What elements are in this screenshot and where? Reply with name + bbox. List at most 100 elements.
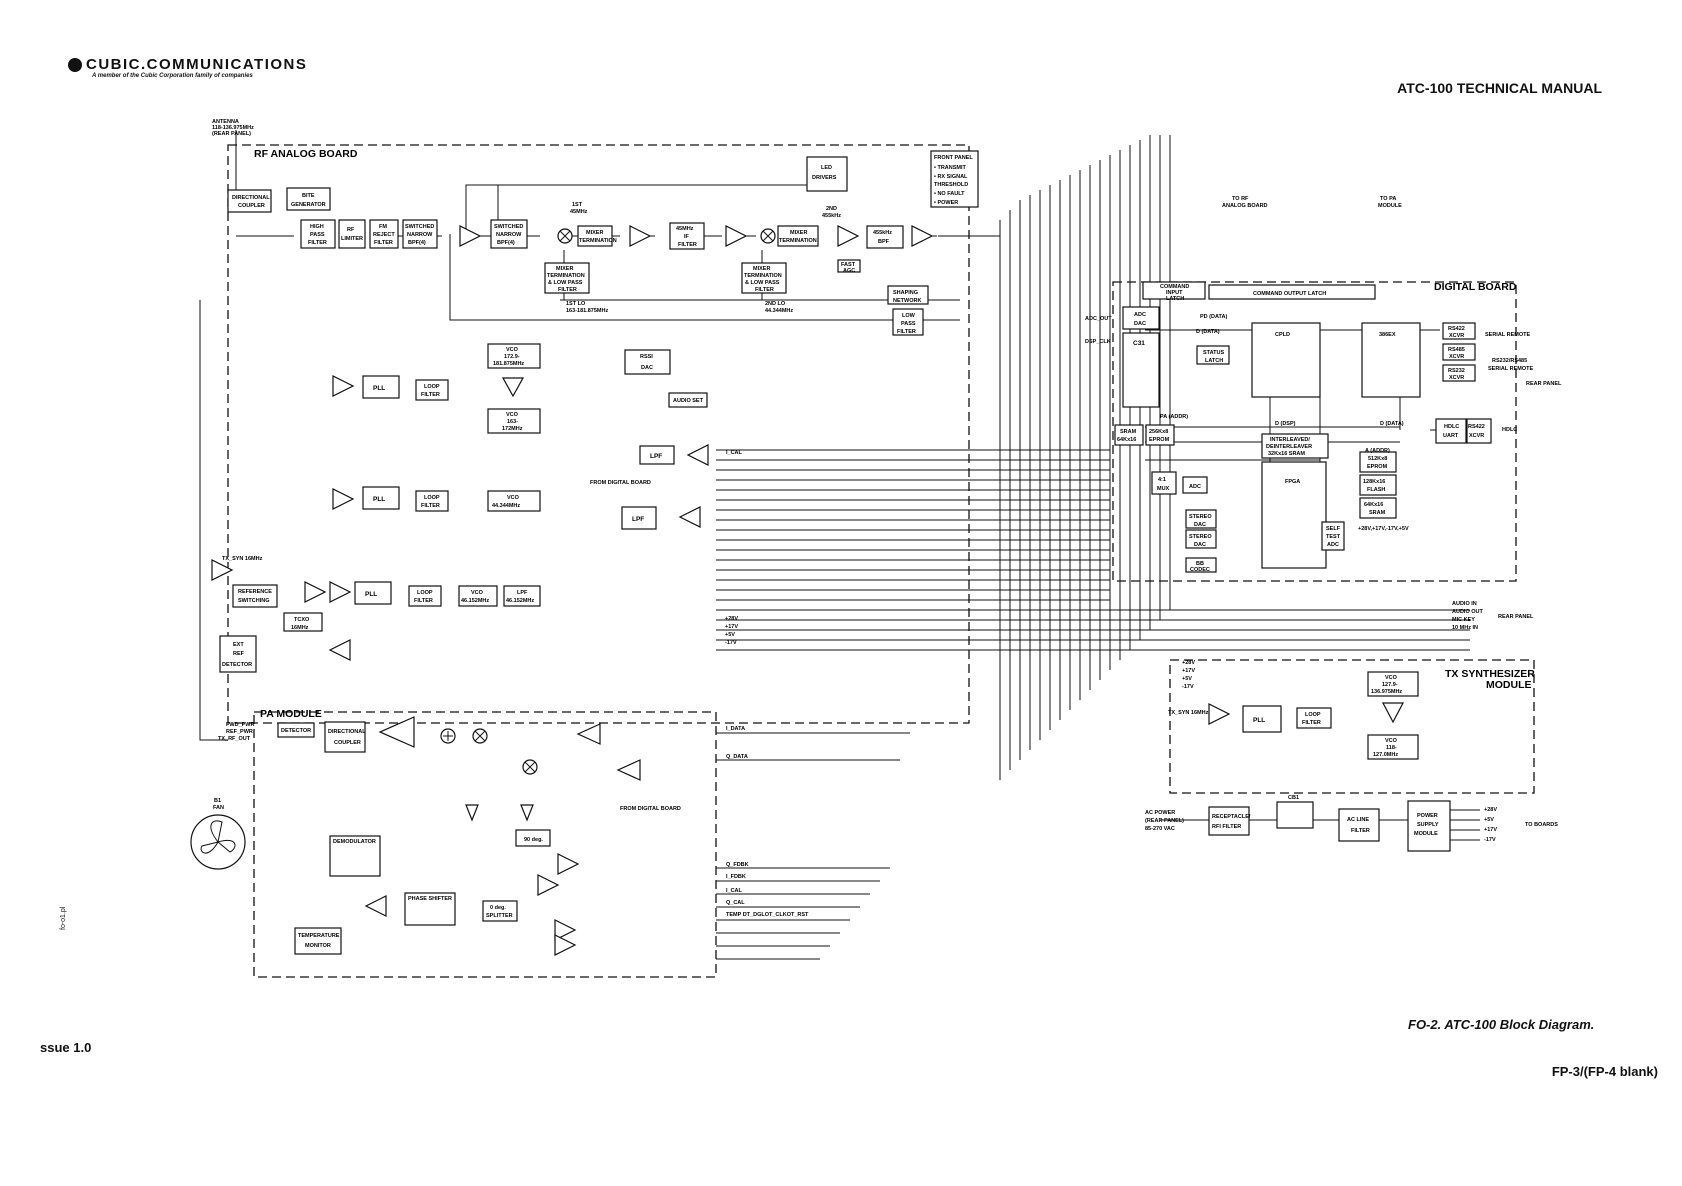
vco-tx1-label-2: 127.9-	[1382, 682, 1398, 688]
mixer-lpf2-label-4: FILTER	[755, 287, 774, 293]
supply-3: +5V	[725, 632, 735, 638]
splitter-label-2: SPLITTER	[486, 913, 513, 919]
ac-power-label-2: (REAR PANEL)	[1145, 818, 1184, 824]
tx-syn-label-2: TX_SYN 16MHz	[222, 556, 263, 562]
ext-ref-label-3: DETECTOR	[222, 662, 252, 668]
eprom-b-label-2: EPROM	[1367, 464, 1388, 470]
cmd-in-latch-label-3: LATCH	[1166, 296, 1184, 302]
q-cal-amp-icon	[554, 934, 577, 956]
splitter-label-1: 0 deg.	[490, 905, 506, 911]
first-lo-label-2: 163-181.875MHz	[566, 308, 608, 314]
interleaved-label-3: 32Kx16 SRAM	[1268, 451, 1305, 457]
vco-tx2-label-3: 127.0MHz	[1373, 752, 1398, 758]
fast-agc-label-2: AGC	[843, 268, 855, 274]
lna-amp-icon	[459, 225, 482, 247]
loop2-label-1: LOOP	[424, 495, 440, 501]
led-drivers-label-2: DRIVERS	[812, 175, 837, 181]
rs232-485-label: RS232/RS485	[1492, 358, 1527, 364]
vco-tx2-label-1: VCO	[1385, 738, 1398, 744]
second-if-label-1: 2ND	[826, 206, 837, 212]
hpf-label-1: HIGH	[310, 224, 324, 230]
rear-panel-label-1: REAR PANEL	[1526, 381, 1562, 387]
loop2-label-2: FILTER	[421, 503, 440, 509]
front-panel-item-2: • RX SIGNAL	[934, 174, 968, 180]
second-if-label-2: 455kHz	[822, 213, 841, 219]
hpf-label-2: PASS	[310, 232, 325, 238]
rf-limiter-label-1: RF	[347, 227, 355, 233]
antenna-label-3: (REAR PANEL)	[212, 131, 251, 137]
digital-blocks: COMMAND INPUT LATCH COMMAND OUTPUT LATCH…	[1114, 281, 1492, 573]
bus-label-3: A (ADDR)	[1365, 448, 1390, 454]
figure-caption: FO-2. ATC-100 Block Diagram.	[1408, 1017, 1595, 1032]
cmd-in-latch-label-2: INPUT	[1166, 290, 1183, 296]
rs422a-label-2: XCVR	[1449, 333, 1464, 339]
digital-board-border	[1112, 281, 1517, 582]
self-test-label-1: SELF	[1326, 526, 1341, 532]
signal-labels: ANTENNA 118-136.975MHz (REAR PANEL) 1ST …	[212, 119, 1562, 918]
side-file-code: fo-o1.pl	[60, 906, 67, 930]
digital-board-title: DIGITAL BOARD	[1434, 281, 1517, 293]
lpf-ref-label-1: LPF	[517, 590, 528, 596]
ref-switch-label-2: SWITCHING	[238, 598, 269, 604]
tx-audio-amp-icon	[686, 444, 709, 466]
fwd-pwr-label: FWD_PWR	[226, 722, 254, 728]
mixer2-icon	[760, 228, 776, 244]
pa-mixer1-icon	[472, 728, 488, 744]
audio-set-label: AUDIO SET	[673, 398, 704, 404]
rs232-label-1: RS232	[1448, 368, 1465, 374]
vco-tx2-label-2: 118-	[1386, 745, 1397, 751]
fan-label-2: FAN	[213, 805, 224, 811]
hpf-label-3: FILTER	[308, 240, 327, 246]
cubic-logo-mark	[68, 57, 82, 72]
q-fdbk-amp-icon	[557, 853, 580, 875]
bite-gen-label-2: GENERATOR	[291, 202, 326, 208]
loop1-label-2: FILTER	[421, 392, 440, 398]
sw-bpf1-label-2: NARROW	[407, 232, 433, 238]
stereo-dac2-label-2: DAC	[1194, 542, 1206, 548]
ps-out-4: -17V	[1484, 837, 1496, 843]
sw-bpf2-label-2: NARROW	[496, 232, 522, 238]
brand-tagline: A member of the Cubic Corporation family…	[92, 73, 253, 79]
demod-label: DEMODULATOR	[333, 839, 376, 845]
supply-2: +17V	[725, 624, 738, 630]
ext-ref-label-2: REF	[233, 651, 245, 657]
rails-label: +28V,+17V,-17V,+5V	[1358, 526, 1409, 532]
loop1-label-1: LOOP	[424, 384, 440, 390]
q-cal-label: Q_CAL	[726, 900, 745, 906]
rf-analog-title: RF ANALOG BOARD	[254, 148, 358, 160]
front-panel-item-3: THRESHOLD	[934, 182, 968, 188]
rf-blocks: DIRECTIONAL COUPLER BITE GENERATOR HIGH …	[211, 150, 979, 673]
rs485-label-2: XCVR	[1449, 354, 1464, 360]
hdlc-label: HDLC	[1502, 427, 1517, 433]
codec-label-1: BB	[1196, 561, 1204, 567]
mixer-lpf2-label-1: MIXER	[753, 266, 770, 272]
vco1-label-2: 172.9-	[504, 354, 520, 360]
lpf-agc-label-1: LOW	[902, 313, 916, 319]
antenna-label-2: 118-136.975MHz	[212, 125, 254, 131]
mixer-term2-label-2: TERMINATION	[779, 238, 817, 244]
bpf455-label-2: BPF	[878, 239, 890, 245]
ext-ref-amp-icon	[328, 639, 351, 661]
bus-label-5: D (DSP)	[1275, 421, 1296, 427]
pll-tx-label: PLL	[1253, 717, 1265, 724]
q-data-amp-icon	[616, 759, 641, 781]
power-in-4: +28V	[1182, 660, 1195, 666]
cmd-out-latch-label: COMMAND OUTPUT LATCH	[1253, 291, 1326, 297]
power-blocks: RECEPTACLE/ RFI FILTER CB1 AC LINE FILTE…	[1145, 795, 1558, 852]
directional-coupler-label-2: COUPLER	[238, 203, 265, 209]
lpf-rx-label: LPF	[632, 516, 644, 523]
lpf-ref-label-2: 46.152MHz	[506, 598, 534, 604]
detector-label: DETECTOR	[281, 728, 311, 734]
pll1-label: PLL	[373, 385, 385, 392]
rssi-dac-label-1: RSSI	[640, 354, 653, 360]
vco3-label-1: VCO	[507, 495, 520, 501]
phase-shifter-label: PHASE SHIFTER	[408, 896, 452, 902]
mic-key-label: MIC KEY	[1452, 617, 1475, 623]
first-if-label-1: 1ST	[572, 202, 583, 208]
ref-switch-label-1: REFERENCE	[238, 589, 272, 595]
stereo-dac2-label-1: STEREO	[1189, 534, 1212, 540]
hdlc-uart-label-2: UART	[1443, 433, 1459, 439]
power-in-3: -17V	[1182, 684, 1194, 690]
sram2-label-2: SRAM	[1369, 510, 1386, 516]
